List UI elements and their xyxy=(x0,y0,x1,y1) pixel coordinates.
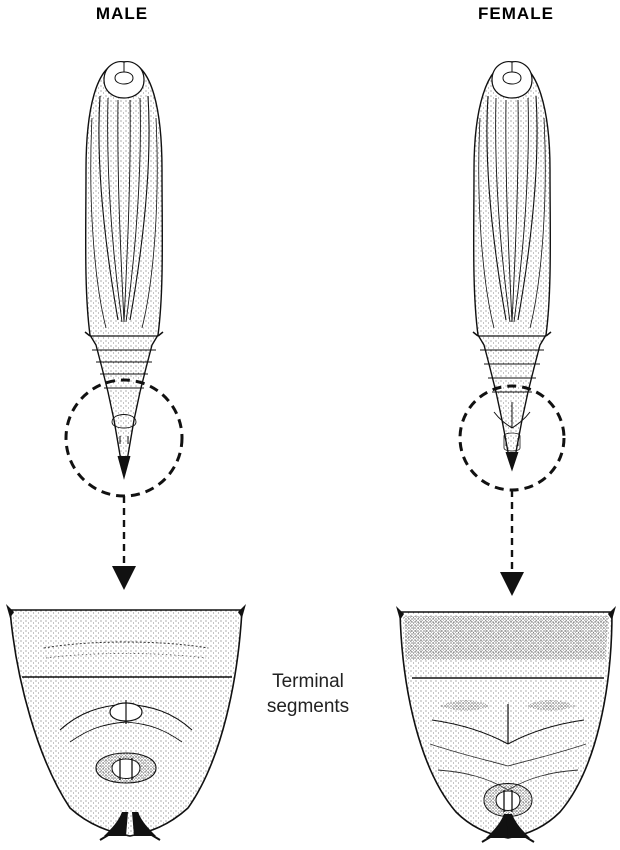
male-terminal-segments xyxy=(6,604,246,840)
male-pupa-body xyxy=(86,62,163,476)
male-pupa xyxy=(85,62,163,478)
caption-line-2: segments xyxy=(258,694,358,719)
caption-line-1: Terminal xyxy=(258,669,358,694)
female-terminal-segments xyxy=(396,606,616,842)
terminal-segments-caption: Terminal segments xyxy=(258,669,358,719)
female-pupa xyxy=(473,62,551,470)
